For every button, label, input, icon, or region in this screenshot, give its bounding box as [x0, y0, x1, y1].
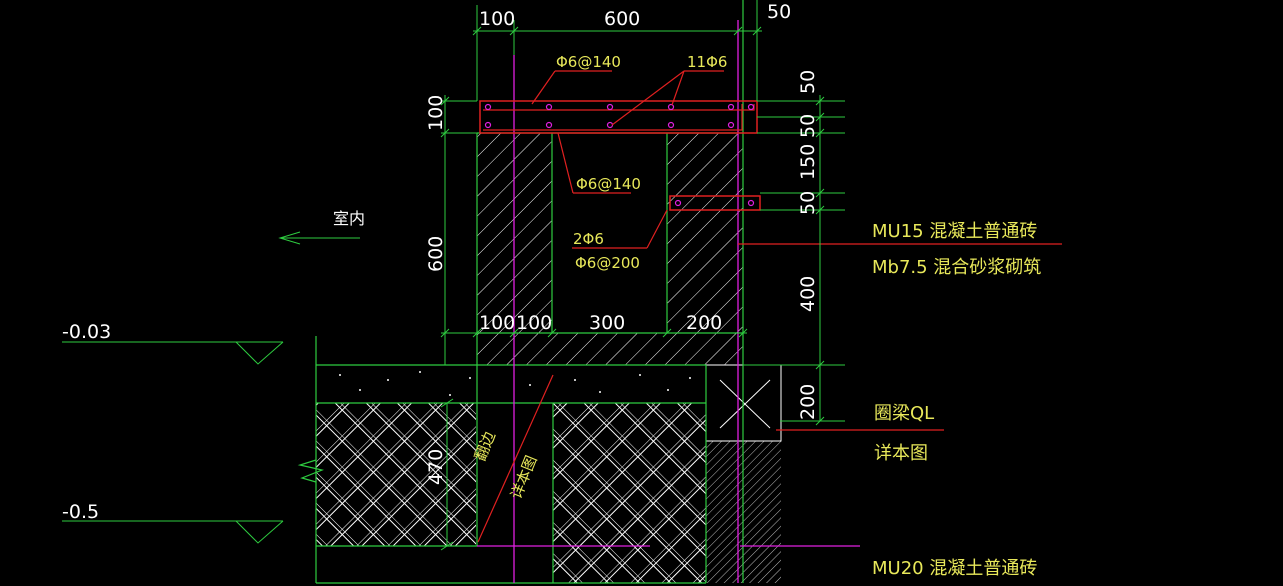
brick-footing-right [553, 403, 706, 583]
cap-beam-outline [479, 100, 758, 134]
base-strip-hatch [477, 333, 743, 365]
dim-top-600: 600 [604, 8, 640, 30]
dim-top-100: 100 [479, 8, 515, 30]
dim-right-50b: 50 [797, 114, 819, 138]
label-brick-lower: MU20 混凝土普通砖 [872, 558, 1037, 579]
dim-right-200: 200 [797, 384, 819, 420]
level-minus-003: -0.03 [62, 321, 111, 343]
dim-right-150: 150 [797, 144, 819, 180]
rebar-top-long: 11Φ6 [687, 53, 727, 71]
concrete-dots [339, 371, 691, 396]
label-ring-beam: 圈梁QL [874, 403, 934, 424]
dim-left-100: 100 [425, 95, 447, 131]
dimension-lines [62, 0, 845, 551]
rebar-top-stirrup: Φ6@140 [556, 53, 621, 71]
cap-rebar-dots [484, 103, 755, 129]
rebar-band-stirrup: Φ6@200 [575, 254, 640, 272]
dim-mid-200: 200 [686, 312, 722, 334]
label-detail: 详本图 [874, 443, 928, 464]
leader-lines [477, 70, 1062, 543]
axis-lines [477, 20, 860, 583]
dim-mid-300: 300 [589, 312, 625, 334]
footing [315, 364, 782, 583]
concrete-cover [315, 364, 707, 404]
dim-mid-100a: 100 [479, 312, 515, 334]
dim-right-50c: 50 [797, 191, 819, 215]
brick-footing-left [316, 403, 476, 546]
label-mortar-upper: Mb7.5 混合砂浆砌筑 [872, 257, 1041, 278]
dim-left-470: 470 [425, 449, 447, 485]
level-minus-05: -0.5 [62, 501, 99, 523]
rebar-mid-stirrup: Φ6@140 [576, 175, 641, 193]
dim-left-600: 600 [425, 236, 447, 272]
label-brick-upper: MU15 混凝土普通砖 [872, 221, 1037, 242]
label-indoor: 室内 [333, 209, 365, 228]
dim-right-50a: 50 [797, 70, 819, 94]
wall-right-hatch [667, 133, 743, 333]
label-footing-note-2: 详本图 [507, 453, 541, 501]
dim-right-400: 400 [797, 276, 819, 312]
dim-top-50: 50 [767, 1, 791, 23]
rebar-band-long: 2Φ6 [573, 230, 604, 248]
band-beam-outline [669, 195, 761, 211]
dim-mid-100b: 100 [516, 312, 552, 334]
